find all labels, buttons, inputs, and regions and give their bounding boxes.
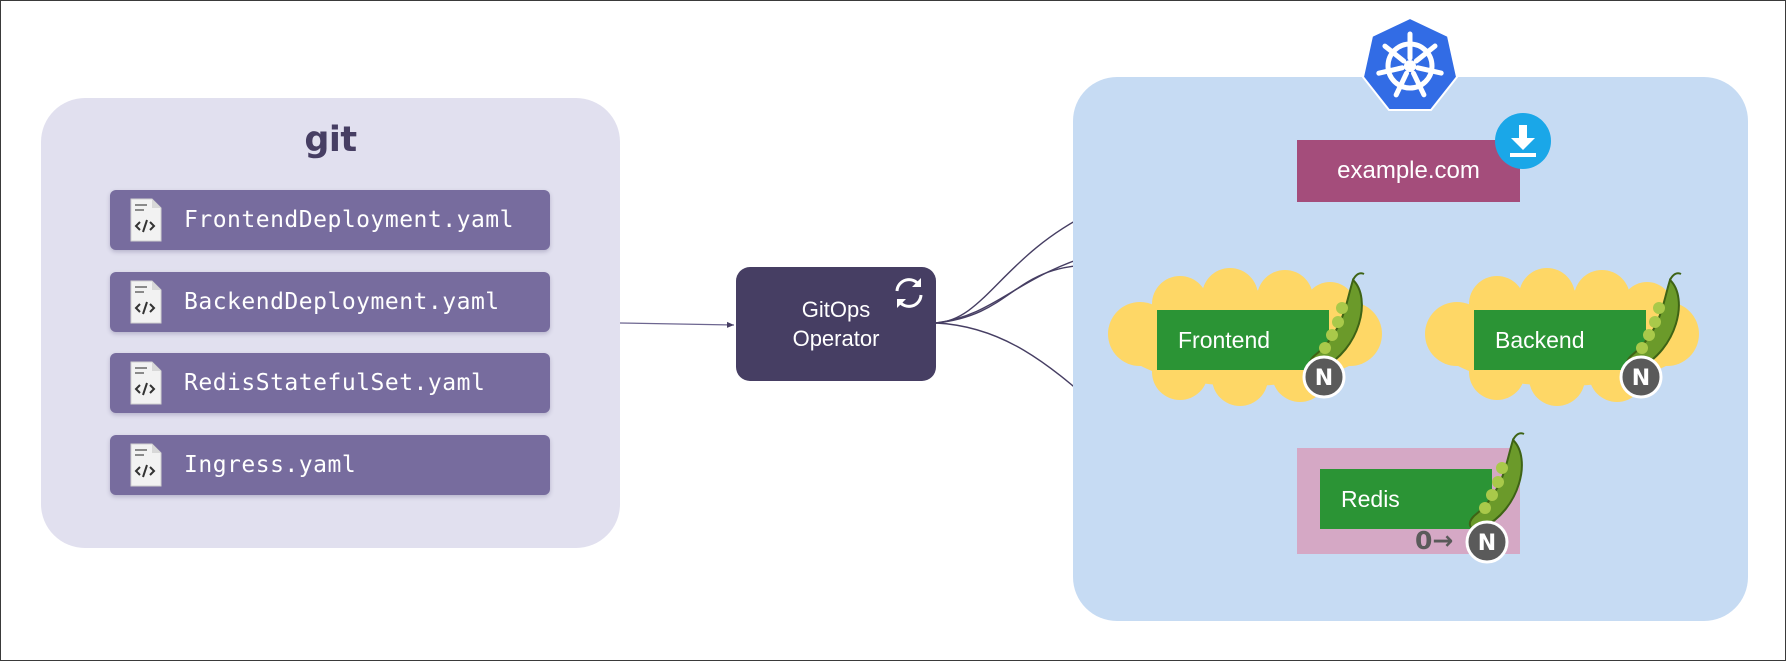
file-name: BackendDeployment.yaml bbox=[184, 289, 500, 315]
operator-label-line2: Operator bbox=[792, 326, 880, 351]
service-frontend[interactable]: Frontend bbox=[1157, 310, 1329, 370]
kubernetes-icon bbox=[1361, 16, 1459, 111]
svg-text:N: N bbox=[1315, 366, 1333, 391]
svg-text:N: N bbox=[1632, 366, 1650, 391]
scale-n-badge: N bbox=[1619, 355, 1663, 399]
service-label: Frontend bbox=[1178, 327, 1271, 353]
svg-text:N: N bbox=[1478, 531, 1496, 556]
ingress-example-com[interactable]: example.com bbox=[1297, 140, 1520, 202]
code-file-icon bbox=[130, 361, 162, 405]
file-redis-statefulset[interactable]: RedisStatefulSet.yaml bbox=[110, 353, 550, 413]
code-file-icon bbox=[130, 280, 162, 324]
code-file-icon bbox=[130, 443, 162, 487]
git-repository-panel: git FrontendDeployment.yaml BackendDeplo… bbox=[41, 98, 620, 548]
edge-git-to-operator bbox=[619, 321, 735, 328]
git-title: git bbox=[304, 120, 357, 160]
code-file-icon bbox=[130, 198, 162, 242]
operator-label: GitOps Operator bbox=[736, 295, 936, 353]
file-frontend-deployment[interactable]: FrontendDeployment.yaml bbox=[110, 190, 550, 250]
file-backend-deployment[interactable]: BackendDeployment.yaml bbox=[110, 272, 550, 332]
scale-n-badge: N bbox=[1302, 355, 1346, 399]
service-backend[interactable]: Backend bbox=[1474, 310, 1646, 370]
file-name: FrontendDeployment.yaml bbox=[184, 207, 514, 233]
service-label: Backend bbox=[1495, 327, 1585, 353]
operator-label-line1: GitOps bbox=[801, 297, 871, 322]
sync-icon bbox=[895, 278, 923, 308]
file-name: Ingress.yaml bbox=[184, 452, 357, 478]
file-ingress[interactable]: Ingress.yaml bbox=[110, 435, 550, 495]
service-redis[interactable]: Redis bbox=[1320, 469, 1492, 529]
ingress-label: example.com bbox=[1337, 157, 1480, 184]
scale-from-zero-label: 0→ bbox=[1415, 526, 1454, 555]
gitops-operator[interactable]: GitOps Operator bbox=[736, 267, 936, 381]
download-icon bbox=[1495, 113, 1551, 169]
service-label: Redis bbox=[1341, 486, 1400, 512]
peapod-icon bbox=[1625, 272, 1682, 370]
scale-n-badge: N bbox=[1465, 520, 1509, 564]
file-name: RedisStatefulSet.yaml bbox=[184, 370, 486, 396]
